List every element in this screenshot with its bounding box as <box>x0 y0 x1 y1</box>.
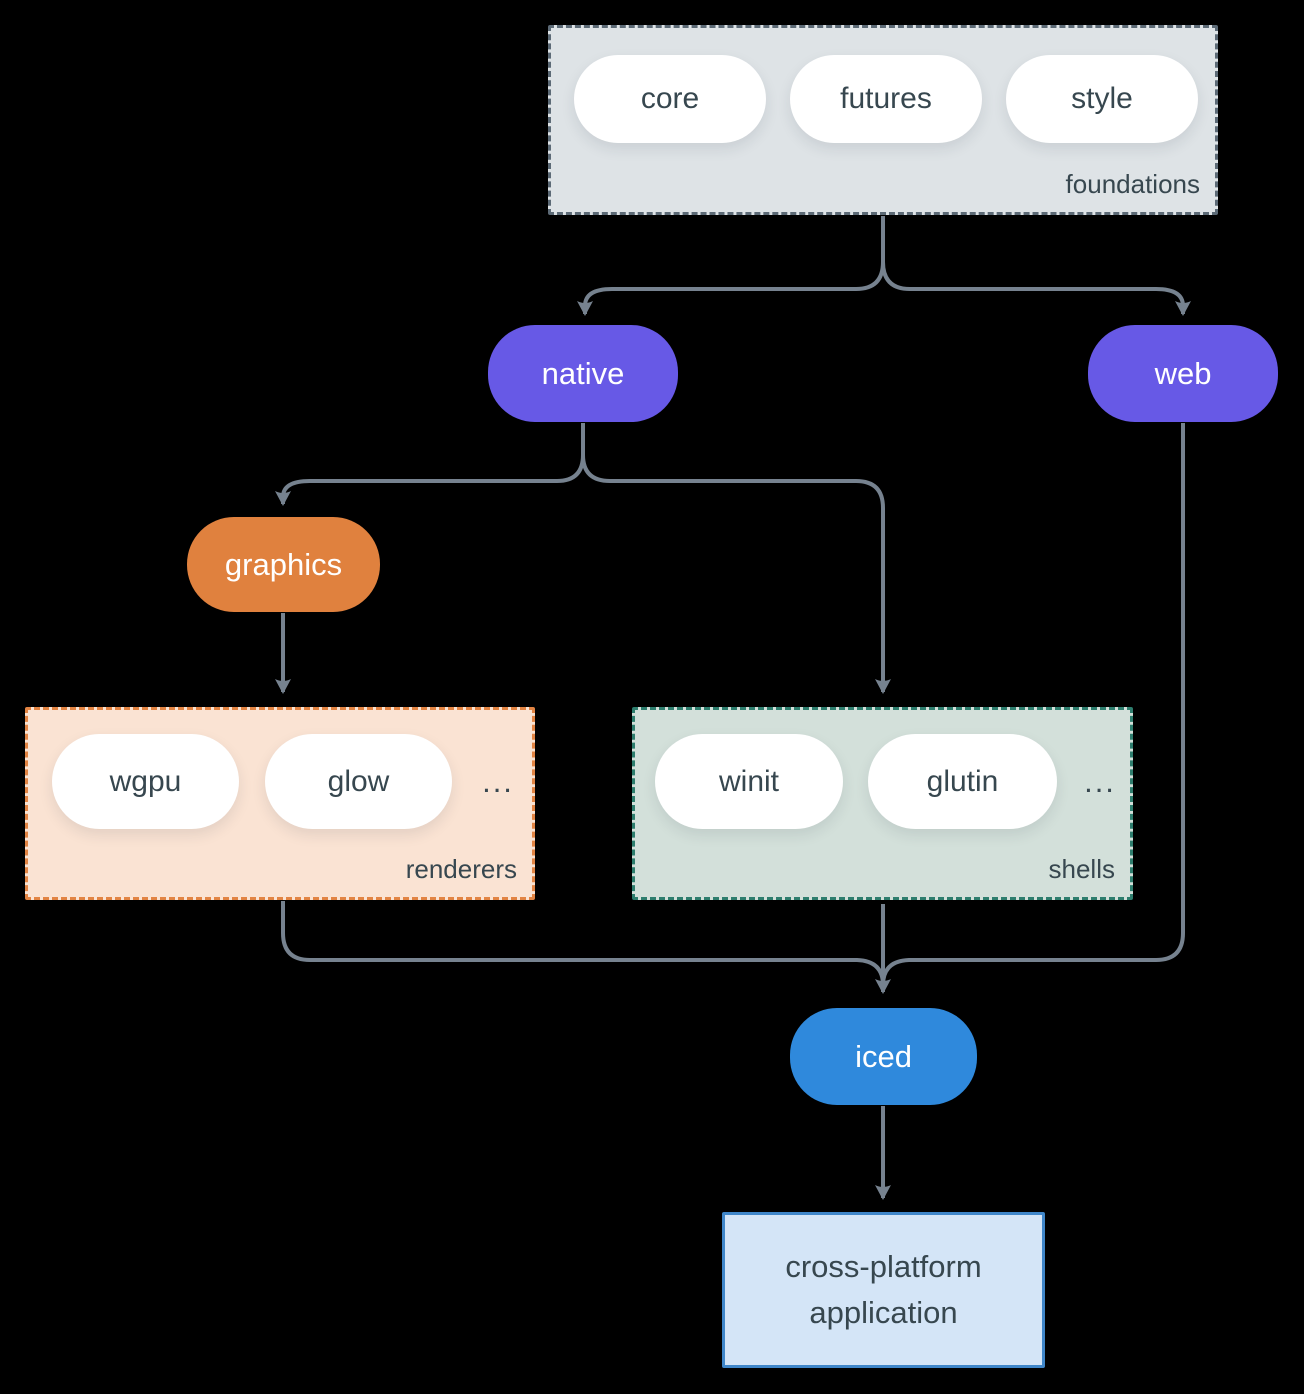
node-native: native <box>488 325 678 422</box>
edge-foundations-to-web <box>881 261 1191 316</box>
node-native-label: native <box>541 355 625 391</box>
shells-group-label: shells <box>1048 854 1115 884</box>
renderers-group: wgpu glow ... renderers <box>25 707 535 900</box>
edge-native-to-graphics <box>275 454 585 506</box>
foundations-group-label: foundations <box>1065 169 1200 199</box>
pill-style-label: style <box>1071 82 1133 115</box>
foundations-group: core futures style foundations <box>548 25 1218 215</box>
pill-glow: glow <box>265 734 452 829</box>
node-graphics: graphics <box>187 517 380 612</box>
renderers-group-label: renderers <box>405 854 517 884</box>
pill-wgpu-label: wgpu <box>109 764 182 798</box>
pill-core-label: core <box>640 82 700 115</box>
pill-core: core <box>574 55 766 143</box>
pill-futures: futures <box>790 55 982 143</box>
pill-futures-label: futures <box>840 82 932 115</box>
pill-glow-label: glow <box>327 764 390 798</box>
node-iced-label: iced <box>855 1038 912 1074</box>
pill-winit-label: winit <box>718 764 779 798</box>
edge-native-to-shells <box>581 454 891 694</box>
application-box-label: cross-platform application <box>785 1248 982 1331</box>
node-iced: iced <box>790 1008 977 1105</box>
pill-winit: winit <box>655 734 843 829</box>
shells-ellipsis: ... <box>1084 763 1116 799</box>
node-web-label: web <box>1154 355 1212 391</box>
node-web: web <box>1088 325 1278 422</box>
pill-glutin: glutin <box>868 734 1057 829</box>
renderers-ellipsis: ... <box>482 763 514 799</box>
application-box: cross-platform application <box>722 1212 1045 1368</box>
pill-style: style <box>1006 55 1198 143</box>
shells-group: winit glutin ... shells <box>632 707 1133 900</box>
node-graphics-label: graphics <box>224 546 343 582</box>
pill-wgpu: wgpu <box>52 734 239 829</box>
edge-renderers-merge <box>281 901 885 986</box>
edge-foundations-to-native <box>577 261 885 316</box>
pill-glutin-label: glutin <box>926 764 999 798</box>
edge-web-merge <box>881 423 1185 986</box>
